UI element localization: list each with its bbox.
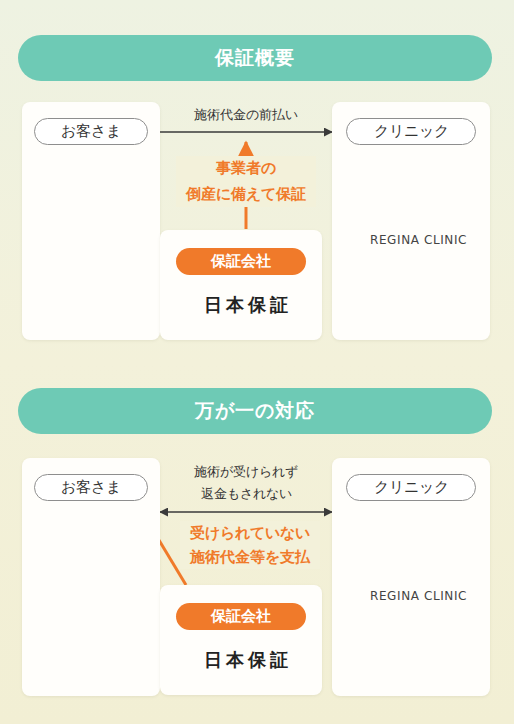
guarantor-pill: 保証会社 (176, 248, 306, 275)
section-title: 万が一の対応 (195, 398, 315, 424)
guarantor-box: 保証会社日本保証 (160, 585, 322, 695)
party-pill: お客さま (34, 118, 148, 145)
guarantor-pill: 保証会社 (176, 603, 306, 630)
edge-label: 受けられていない 施術代金等を支払 (180, 521, 320, 569)
party-panel: クリニック REGINA CLINIC (332, 102, 490, 340)
section-band: 万が一の対応 (18, 388, 492, 434)
guarantor-logo-text: 日本保証 (204, 648, 292, 672)
section-title: 保証概要 (215, 45, 295, 71)
party-panel: お客さま (22, 458, 160, 696)
flow-arrow (160, 131, 332, 132)
guarantor-box: 保証会社日本保証 (160, 230, 322, 340)
section-band: 保証概要 (18, 35, 492, 81)
party-pill: クリニック (346, 474, 476, 501)
guarantor-logo-text: 日本保証 (204, 293, 292, 317)
clinic-logo-text: REGINA CLINIC (370, 589, 467, 603)
edge-label: 施術代金の前払い (176, 106, 316, 124)
party-panel: クリニック REGINA CLINIC (332, 458, 490, 696)
party-pill: クリニック (346, 118, 476, 145)
note-label: 事業者の 倒産に備えて保証 (176, 156, 316, 207)
party-panel: お客さま (22, 102, 160, 340)
clinic-logo-text: REGINA CLINIC (370, 233, 467, 247)
party-pill: お客さま (34, 474, 148, 501)
edge-label: 施術が受けられず 返金もされない (190, 461, 302, 507)
flow-arrow (160, 511, 332, 512)
